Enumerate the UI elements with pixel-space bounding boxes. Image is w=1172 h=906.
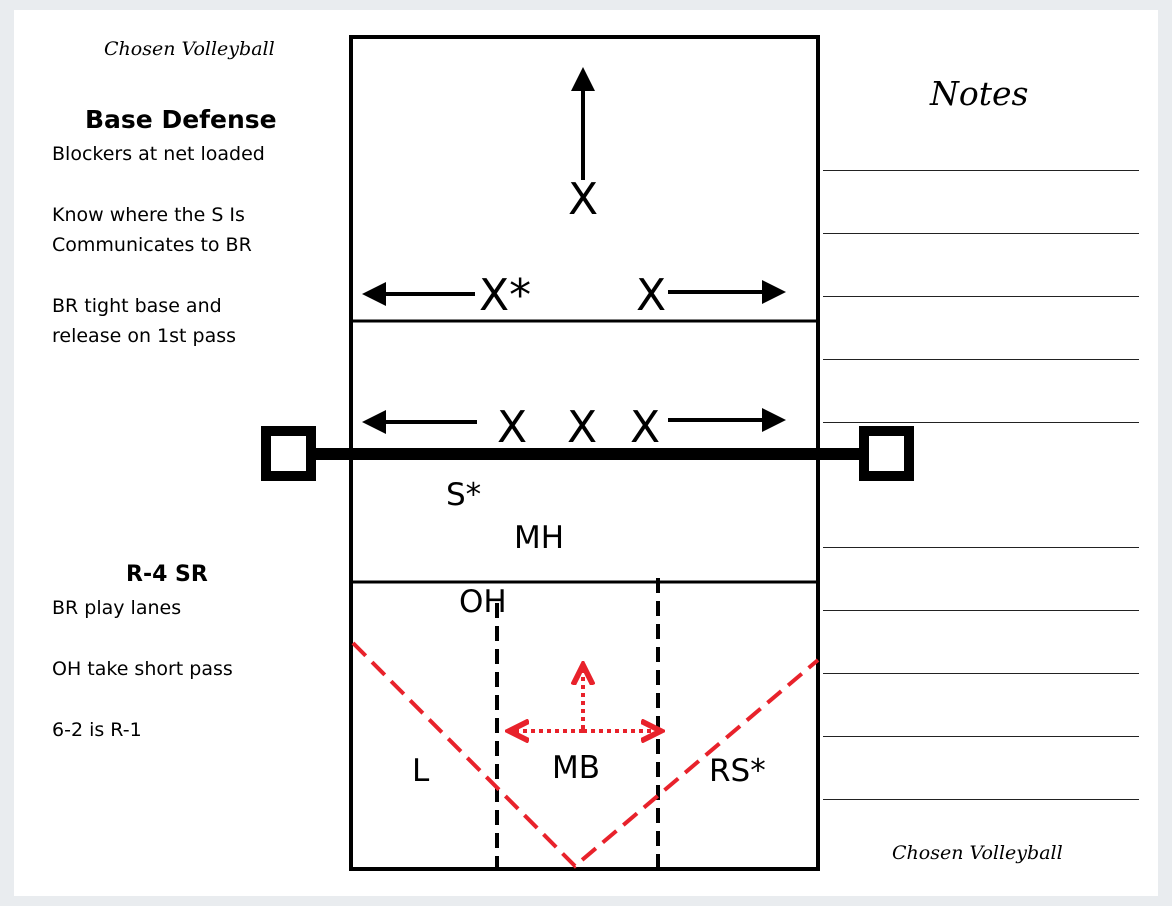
player-outside-hitter: OH	[459, 584, 507, 620]
base-defense-line-3: Communicates to BR	[52, 234, 252, 256]
note-line[interactable]	[823, 170, 1139, 171]
note-line[interactable]	[823, 233, 1139, 234]
note-line[interactable]	[823, 422, 1139, 423]
player-back-center: X	[568, 174, 598, 225]
note-line[interactable]	[823, 547, 1139, 548]
player-back-right: X	[636, 270, 666, 321]
notes-title: Notes	[930, 74, 1029, 113]
note-line[interactable]	[823, 736, 1139, 737]
net-post-left	[261, 426, 316, 481]
base-defense-line-4: BR tight base and	[52, 295, 222, 317]
brand-logo-top: Chosen Volleyball	[104, 38, 275, 60]
player-back-left: X*	[479, 270, 531, 321]
base-defense-line-1: Blockers at net loaded	[52, 143, 265, 165]
serve-receive-line-1: BR play lanes	[52, 597, 182, 619]
player-middle-back: MB	[552, 750, 600, 786]
base-defense-title: Base Defense	[85, 105, 277, 134]
blocker-left: X	[497, 402, 527, 453]
note-line[interactable]	[823, 673, 1139, 674]
player-setter: S*	[446, 477, 481, 513]
serve-receive-title: R-4 SR	[126, 562, 208, 587]
player-middle-hitter: MH	[514, 520, 564, 556]
base-defense-line-2: Know where the S Is	[52, 204, 245, 226]
blocker-right: X	[630, 402, 660, 453]
player-right-side: RS*	[709, 753, 766, 789]
note-line[interactable]	[823, 610, 1139, 611]
note-line[interactable]	[823, 296, 1139, 297]
brand-logo-bottom: Chosen Volleyball	[892, 842, 1063, 864]
note-line[interactable]	[823, 799, 1139, 800]
base-defense-line-5: release on 1st pass	[52, 325, 237, 347]
serve-receive-line-2: OH take short pass	[52, 658, 233, 680]
serve-receive-v-line	[351, 641, 820, 869]
player-libero: L	[412, 753, 430, 789]
note-line[interactable]	[823, 359, 1139, 360]
blocker-middle: X	[567, 402, 597, 453]
net-post-right	[859, 426, 914, 481]
serve-receive-line-3: 6-2 is R-1	[52, 719, 142, 741]
